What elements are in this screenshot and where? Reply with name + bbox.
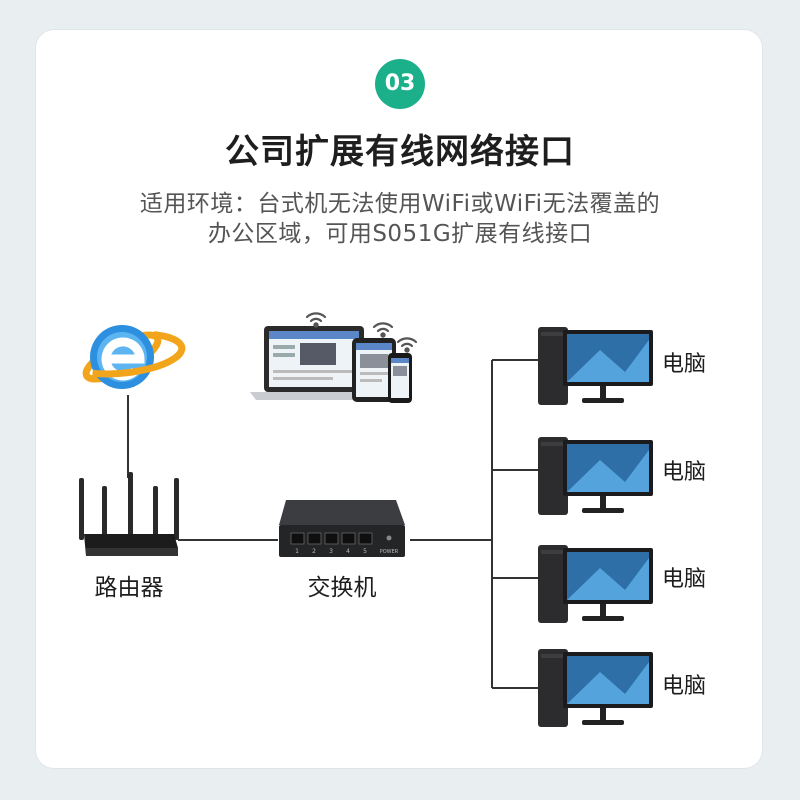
page-title: 公司扩展有线网络接口 — [225, 132, 575, 172]
connection-lines — [127, 359, 540, 689]
step-badge: 03 — [375, 59, 425, 109]
computer-group — [538, 327, 653, 727]
computer-icon — [538, 327, 653, 405]
computer-icon — [538, 649, 653, 727]
wifi-icon — [305, 312, 418, 353]
switch-port-number-5: 5 — [363, 548, 367, 555]
subtitle-line-1: 适用环境：台式机无法使用WiFi或WiFi无法覆盖的 — [139, 191, 661, 217]
switch-power-label: POWER — [380, 549, 399, 555]
computer-label: 电脑 — [662, 567, 706, 592]
internet-explorer-icon — [82, 325, 186, 389]
switch-port-number-1: 1 — [295, 548, 299, 555]
computer-label: 电脑 — [662, 460, 706, 485]
switch-port-number-2: 2 — [312, 548, 316, 555]
wireless-devices — [250, 326, 412, 403]
switch-port-number-4: 4 — [346, 548, 350, 555]
switch-icon: 1 2 3 4 5 POWER — [279, 500, 405, 557]
subtitle-line-2: 办公区域，可用S051G扩展有线接口 — [207, 221, 593, 247]
switch-label: 交换机 — [308, 575, 377, 601]
computer-label: 电脑 — [662, 674, 706, 699]
computer-icon — [538, 437, 653, 515]
computer-label: 电脑 — [662, 352, 706, 377]
router-icon — [79, 472, 179, 556]
switch-port-number-3: 3 — [329, 548, 333, 555]
computer-icon — [538, 545, 653, 623]
router-label: 路由器 — [95, 575, 164, 601]
